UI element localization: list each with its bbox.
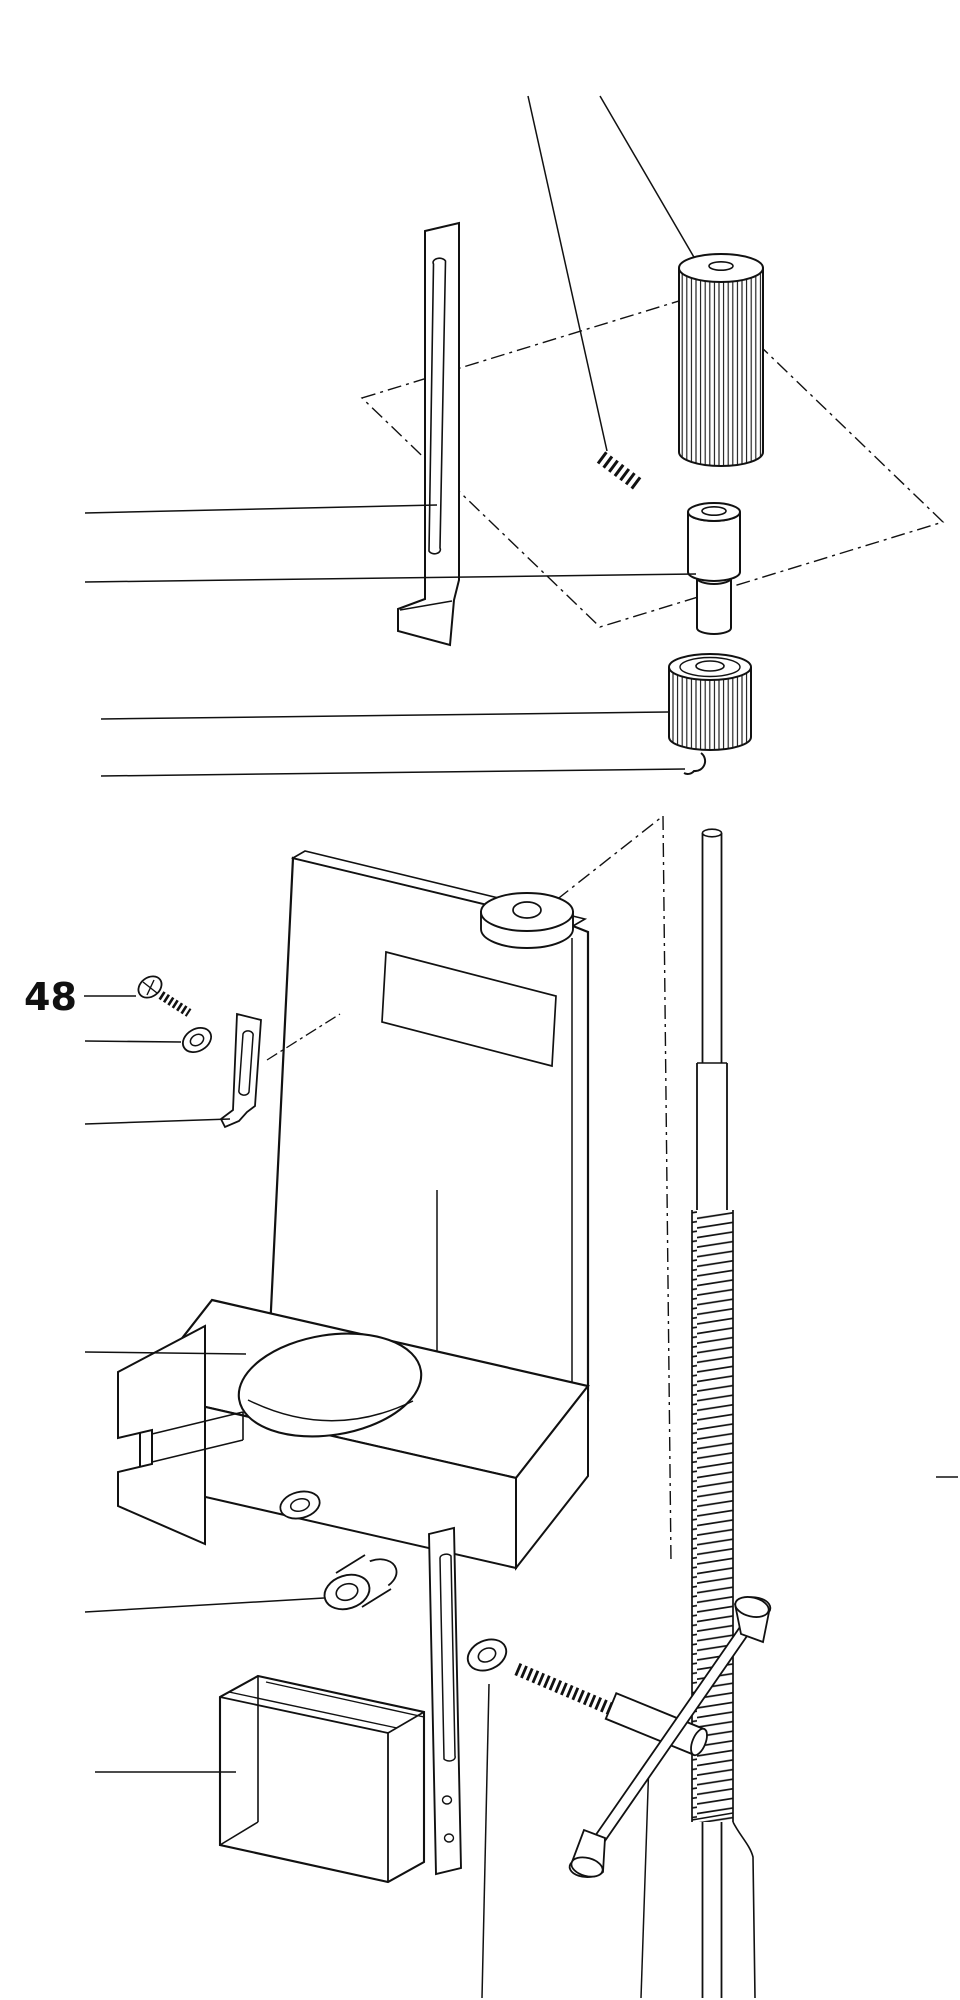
dashdot-assembly-plane <box>360 292 945 628</box>
strap-hole-2 <box>443 1833 455 1843</box>
clamp-jaw <box>117 1324 206 1546</box>
leader-line-pivot-bushing <box>84 1597 325 1613</box>
support-bracket <box>117 850 590 1571</box>
leader-line-spring <box>527 95 608 452</box>
boss-hole <box>512 901 542 919</box>
handle-knob-bottom <box>568 1828 606 1878</box>
column-rod-upper <box>696 828 728 1210</box>
sheet-metal-u-bracket <box>218 1674 426 1884</box>
retaining-clip <box>683 752 707 775</box>
bracket-base-front-face <box>139 1390 517 1570</box>
knurled-nut <box>668 653 752 751</box>
leader-line-washer-large <box>481 1683 490 1999</box>
t-handle-bar <box>586 1607 763 1855</box>
phillips-cross-icon <box>142 979 158 996</box>
bolt-thread <box>514 1663 614 1715</box>
leader-line-clamp-bore <box>84 1351 247 1355</box>
pan-head-screw <box>137 975 192 1017</box>
leader-line-clamp-bolt <box>640 1759 650 1999</box>
left-leader-lines-upper <box>84 504 697 777</box>
strap-hole-1 <box>441 1795 453 1805</box>
bushing-bore <box>701 505 727 516</box>
latch-plate <box>219 1012 262 1129</box>
column-rod-lower <box>701 1821 756 1999</box>
latch-plate-axis-dashdot <box>266 1013 341 1061</box>
leader-line-clip <box>100 768 686 777</box>
clamp-bore-depth <box>247 1399 414 1422</box>
pivot-bushing <box>323 1554 398 1611</box>
guide-column-with-spring <box>691 828 756 1999</box>
column-spring-coil <box>691 1210 734 1822</box>
spacer-bushing <box>687 502 741 635</box>
clamp-slit <box>151 1411 244 1463</box>
leader-line-depth-bar <box>84 504 438 514</box>
washer-large <box>466 1638 508 1672</box>
nut-bore <box>695 660 725 672</box>
slotted-strap <box>428 1526 462 1876</box>
leader-line-bushing <box>84 573 697 583</box>
pivot-bushing-bore <box>335 1582 359 1602</box>
depth-stop-bar <box>397 221 460 647</box>
assembly-axis-dashdot <box>535 815 672 1563</box>
compression-spring <box>596 451 645 492</box>
leader-line-nut <box>100 711 669 720</box>
bracket-nameplate <box>381 950 557 1068</box>
leader-line-washer-small <box>84 1040 182 1043</box>
clamp-bore <box>237 1332 423 1438</box>
clamp-bolt-with-t-handle <box>514 1596 772 1878</box>
bolt-body-cap <box>690 1727 708 1757</box>
leader-line-latch-plate <box>84 1118 231 1125</box>
bottom-leader-lines <box>481 1683 650 1999</box>
callout-48-group: 48 <box>24 975 341 1129</box>
knurled-clamp-knob <box>678 253 764 467</box>
callout-48-label: 48 <box>24 975 77 1019</box>
front-bore-inner <box>289 1497 311 1513</box>
handle-knob-top <box>734 1596 772 1644</box>
washer-small <box>181 1026 213 1054</box>
knob-bore <box>708 260 734 271</box>
